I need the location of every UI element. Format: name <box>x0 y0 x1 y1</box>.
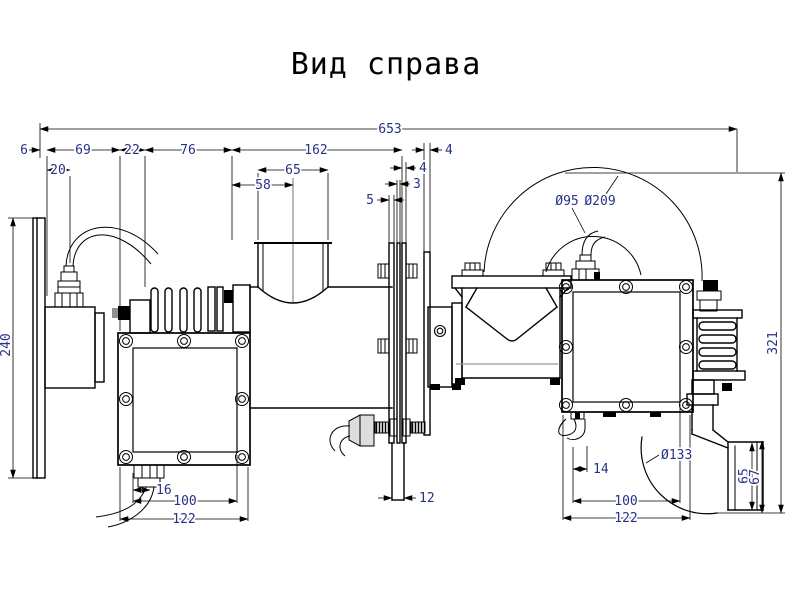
flange-bottom-strip <box>391 442 405 501</box>
dim-58: 58 <box>255 178 271 193</box>
dim-321: 321 <box>766 331 781 354</box>
dim-100-left: 100 <box>173 494 196 509</box>
left-block <box>44 306 105 389</box>
drawing-title: Вид справа <box>291 47 482 82</box>
dim-dia209: Ø209 <box>584 194 615 209</box>
funnel-flange-bolts <box>461 262 565 277</box>
dim-162: 162 <box>304 143 327 158</box>
dim-4-gap: 4 <box>445 143 453 158</box>
dimension-lines <box>8 123 785 522</box>
dim-22: 22 <box>124 143 140 158</box>
central-cylinder <box>249 242 393 409</box>
right-cable-gland <box>571 230 606 281</box>
motor-fins <box>112 284 251 334</box>
dim-dia95: Ø95 <box>555 194 578 209</box>
dim-653: 653 <box>378 122 401 137</box>
dim-240: 240 <box>0 333 14 356</box>
dim-12: 12 <box>419 491 435 506</box>
dim-16: 16 <box>156 483 172 498</box>
plug-connector <box>329 414 375 457</box>
left-cable-gland <box>54 265 84 308</box>
left-box-screws <box>119 334 249 464</box>
dim-76: 76 <box>180 143 196 158</box>
left-cables <box>65 226 159 267</box>
left-mounting-plate <box>32 217 46 479</box>
dim-67: 67 <box>748 469 763 485</box>
right-box-screws <box>559 280 693 412</box>
right-junction-box <box>561 279 694 413</box>
dim-20: 20 <box>50 163 66 178</box>
right-box-feet <box>558 411 661 441</box>
funnel-assembly <box>451 275 572 385</box>
dim-5: 5 <box>366 193 374 208</box>
outlet-elbow <box>640 379 764 515</box>
left-box-bottom-gland <box>95 464 165 528</box>
conduit-bend-arcs <box>483 166 703 282</box>
left-junction-box <box>117 332 251 466</box>
right-top-connector <box>696 280 722 312</box>
dim-14: 14 <box>593 462 609 477</box>
center-bracket <box>427 302 463 390</box>
dim-65-outlet: 65 <box>737 468 752 484</box>
dim-dia133: Ø133 <box>661 448 692 463</box>
dim-69: 69 <box>75 143 91 158</box>
dim-4-plate: 4 <box>419 161 427 176</box>
right-fins <box>692 309 746 391</box>
dim-100-right: 100 <box>614 494 637 509</box>
dim-122-right: 122 <box>614 511 637 526</box>
dim-122-left: 122 <box>172 512 195 527</box>
dim-6: 6 <box>20 143 28 158</box>
flange-bolts <box>374 263 426 437</box>
dim-3: 3 <box>413 177 421 192</box>
dim-65-pipe: 65 <box>285 163 301 178</box>
